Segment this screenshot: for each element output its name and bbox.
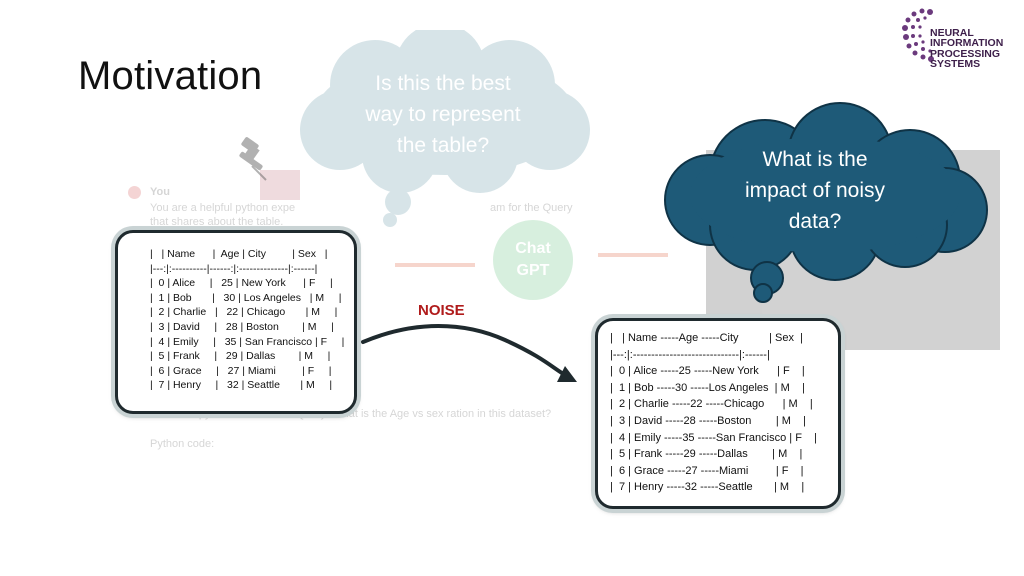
document-icon [260, 170, 300, 200]
noisy-table-line: |---:|:-----------------------------|:--… [610, 348, 770, 361]
clean-table-lines: | | Name | Age | City | Sex | |---:|:---… [150, 247, 344, 393]
code-label: Python code: [150, 438, 215, 450]
noisy-table-line: | | Name -----Age -----City | Sex | [610, 332, 803, 344]
clean-table-line: | 0 | Alice | 25 | New York | F | [150, 277, 333, 290]
noisy-table-line: | 7 | Henry -----32 -----Seattle | M | [610, 481, 805, 494]
noisy-table-line: | 4 | Emily -----35 -----San Francisco |… [610, 431, 818, 444]
chatgpt-label-line-1: Chat [515, 240, 551, 257]
dark-cloud-line-3: data? [788, 210, 842, 233]
light-cloud-line-2: way to represent [365, 103, 521, 126]
chatgpt-circle [493, 220, 573, 300]
prompt-line-2: that shares about the table. [150, 216, 284, 228]
noise-curved-arrow [361, 324, 577, 382]
dark-thought-cloud [664, 102, 988, 303]
light-thought-cloud [300, 30, 590, 227]
pushpin-icon [239, 137, 267, 181]
clean-table-line: | 4 | Emily | 35 | San Francisco | F | [150, 335, 345, 348]
noisy-table-line: | 6 | Grace -----27 -----Miami | F | [610, 464, 804, 477]
arrow-left-graphic [395, 263, 475, 267]
light-cloud-text: Is this the best way to represent the ta… [333, 68, 553, 161]
light-cloud-line-1: Is this the best [375, 72, 511, 95]
user-label: You [150, 186, 170, 198]
logo-line-4: SYSTEMS [930, 58, 981, 71]
clean-table-box: | | Name | Age | City | Sex | |---:|:---… [115, 230, 357, 414]
noisy-table-line: | 1 | Bob -----30 -----Los Angeles | M | [610, 381, 805, 394]
noisy-table-box: | | Name -----Age -----City | Sex | |---… [595, 318, 841, 509]
prompt-suffix: am for the Query [490, 202, 573, 214]
logo-line-1: NEURAL [930, 27, 974, 39]
prompt-line-1: You are a helpful python expe [150, 202, 296, 214]
noisy-table-line: | 2 | Charlie -----22 -----Chicago | M | [610, 398, 813, 411]
chatgpt-label: Chat GPT [493, 238, 573, 282]
clean-table-line: | 5 | Frank | 29 | Dallas | M | [150, 350, 331, 363]
clean-table-line: | 1 | Bob | 30 | Los Angeles | M | [150, 291, 342, 304]
noisy-table-line: | 3 | David -----28 -----Boston | M | [610, 414, 807, 427]
user-avatar [128, 186, 141, 199]
light-cloud-line-3: the table? [396, 134, 490, 157]
clean-table-line: |---:|:----------|------:|:-------------… [150, 262, 318, 275]
dark-cloud-text: What is the impact of noisy data? [705, 144, 925, 237]
noise-label: NOISE [418, 302, 465, 319]
chatgpt-label-line-2: GPT [516, 262, 550, 279]
arrow-right-graphic [598, 253, 668, 257]
clean-table-line: | 7 | Henry | 32 | Seattle | M | [150, 379, 333, 392]
neurips-logo-icon [902, 8, 934, 62]
noisy-table-lines: | | Name -----Age -----City | Sex | |---… [610, 330, 817, 496]
clean-table-line: | 6 | Grace | 27 | Miami | F | [150, 364, 332, 377]
neurips-logo-text: NEURAL INFORMATION PROCESSING SYSTEMS [930, 28, 1003, 70]
clean-table-line: | 2 | Charlie | 22 | Chicago | M | [150, 306, 338, 319]
noisy-table-line: | 5 | Frank -----29 -----Dallas | M | [610, 448, 803, 461]
dark-cloud-line-2: impact of noisy [744, 179, 886, 202]
logo-line-3: PROCESSING [930, 47, 1001, 60]
noisy-table-line: | 0 | Alice -----25 -----New York | F | [610, 365, 805, 378]
slide-title: Motivation [78, 54, 263, 98]
clean-table-line: | | Name | Age | City | Sex | [150, 248, 328, 260]
logo-line-2: INFORMATION [930, 37, 1004, 50]
clean-table-line: | 3 | David | 28 | Boston | M | [150, 320, 334, 333]
dark-cloud-line-1: What is the [762, 148, 868, 171]
